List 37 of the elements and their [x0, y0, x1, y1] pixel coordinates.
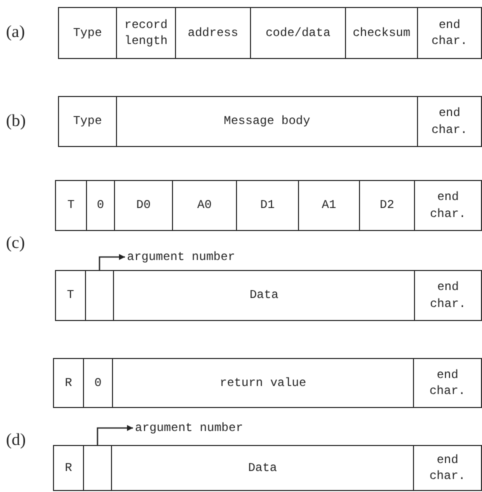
leader-arrow [96, 425, 133, 445]
empty-field-cell [83, 445, 112, 491]
field-cell: T [55, 270, 86, 321]
leader-arrow [98, 254, 125, 270]
empty-field-cell [85, 270, 114, 321]
field-cell: T [55, 180, 87, 231]
field-cell: record length [116, 7, 176, 59]
field-cell: A0 [172, 180, 237, 231]
field-cell: Message body [116, 96, 418, 147]
row-label: (a) [6, 22, 25, 42]
field-cell: 0 [83, 358, 113, 408]
field-cell: A1 [298, 180, 360, 231]
field-cell: end char. [413, 445, 482, 491]
field-cell: end char. [414, 180, 482, 231]
field-cell: R [53, 358, 84, 408]
field-cell: Type [58, 7, 117, 59]
field-cell: end char. [413, 358, 482, 408]
field-cell: D0 [114, 180, 173, 231]
row-label: (c) [6, 233, 25, 253]
annotation-text: argument number [135, 421, 244, 435]
annotation-text: argument number [127, 250, 236, 264]
row-label: (d) [6, 430, 26, 450]
field-cell: Data [113, 270, 415, 321]
field-cell: end char. [417, 96, 482, 147]
field-cell: 0 [86, 180, 115, 231]
field-cell: D1 [236, 180, 299, 231]
field-cell: Data [111, 445, 414, 491]
field-cell: Type [58, 96, 117, 147]
field-cell: address [175, 7, 251, 59]
field-cell: end char. [417, 7, 482, 59]
field-cell: code/data [250, 7, 346, 59]
field-cell: checksum [345, 7, 418, 59]
field-cell: return value [112, 358, 414, 408]
field-cell: D2 [359, 180, 415, 231]
field-cell: R [53, 445, 84, 491]
row-label: (b) [6, 111, 26, 131]
field-cell: end char. [414, 270, 482, 321]
